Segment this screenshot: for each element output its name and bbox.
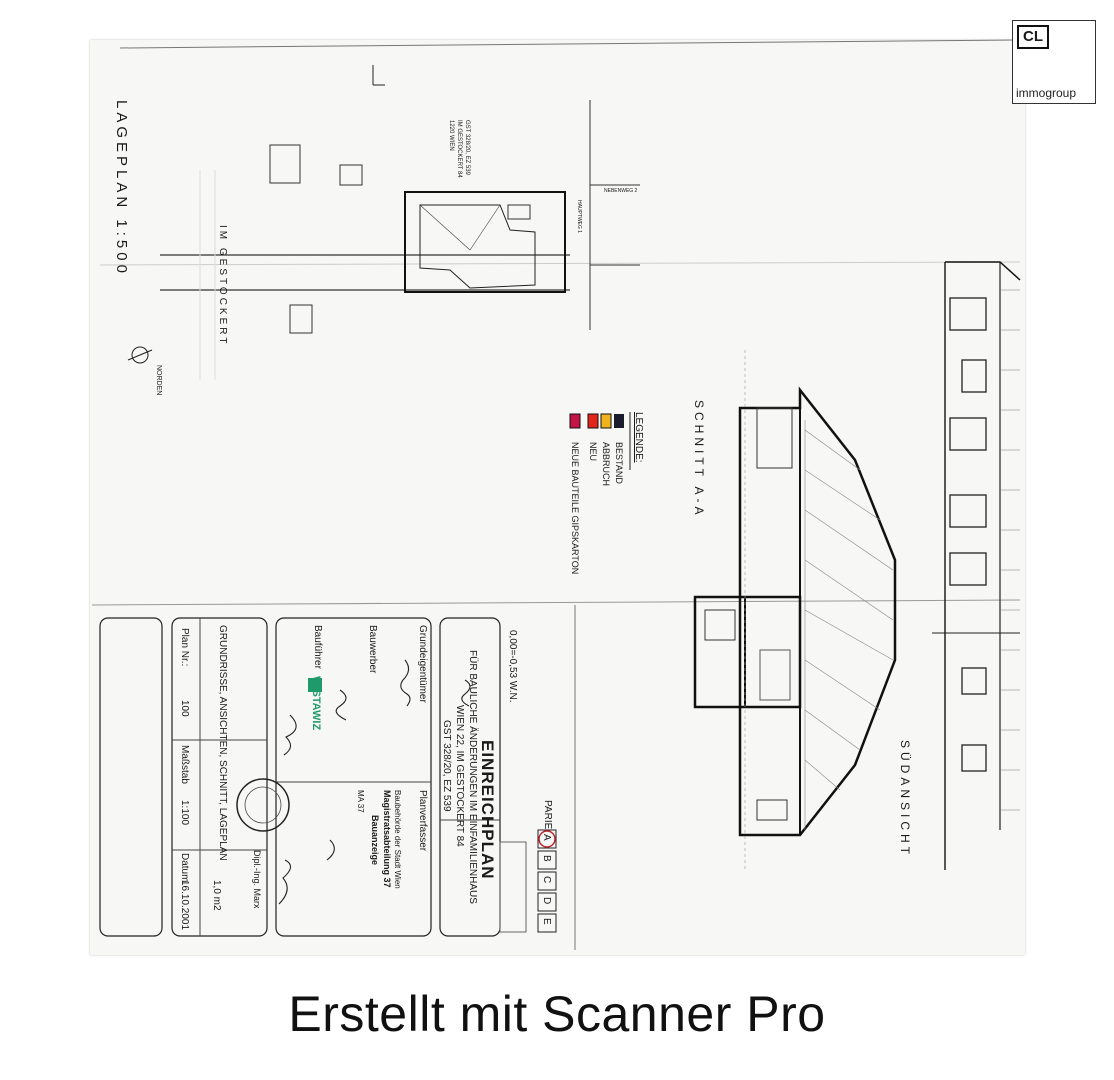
plan-title: EINREICHPLAN: [478, 740, 497, 880]
area-value: 1,0 m2: [211, 880, 222, 911]
site-plan: [127, 65, 640, 380]
signatures: [278, 659, 471, 905]
scanner-caption: Erstellt mit Scanner Pro: [288, 986, 826, 1042]
company-stamp: WISTAWIZ: [310, 676, 322, 731]
massstab-value: 1:100: [179, 800, 190, 826]
level-note: 0,00=-0,53 W.N.: [507, 630, 518, 703]
plan-subtitle: FÜR BAULICHE ÄNDERUNGEN IM EINFAMILIENHA…: [467, 650, 478, 904]
scanned-plan-sheet: LAGEPLAN 1:500 IM GESTOCKERT NORDEN GST …: [91, 20, 1096, 950]
street-label: IM GESTOCKERT: [217, 225, 228, 347]
stamp-line-2: Magistratsabteilung 37: [382, 790, 392, 888]
title-block-frames: [99, 617, 527, 937]
planverfasser-label: Planverfasser: [417, 790, 428, 852]
grundeigentuemer-label: Grundeigentümer: [417, 625, 428, 703]
parie-letter-d: D: [541, 897, 552, 905]
stamp-line-4: MA 37: [356, 790, 365, 813]
bauführer-label: Bauführer: [312, 625, 323, 669]
massstab-label: Maßstab: [179, 745, 190, 784]
elevation-drawing: [932, 261, 1021, 870]
lageplan-title: LAGEPLAN 1:500: [113, 100, 130, 277]
datum-value: 16.10.2001: [179, 880, 190, 931]
site-label-1: GST 328/20, EZ 539: [464, 120, 470, 175]
stamp-line-3: Bauanzeige: [370, 815, 380, 866]
logo-name: immogroup: [1016, 86, 1077, 100]
parie-letter-b: B: [541, 855, 552, 862]
section-drawing: [693, 350, 897, 870]
site-label-4: HAUPTWEG 1: [576, 200, 582, 234]
plan-drawing: [91, 39, 1021, 950]
north-label: NORDEN: [155, 365, 162, 396]
site-label-2: IM GESTOCKERT 84: [456, 120, 462, 178]
section-title: SCHNITT A-A: [692, 400, 706, 519]
logo-mark: CL: [1017, 25, 1049, 49]
plan-nr-label: Plan Nr.:: [179, 628, 190, 667]
datum-label: Datum: [179, 853, 190, 883]
site-label-3: 1220 WIEN: [448, 120, 454, 151]
plan-address: WIEN 22, IM GESTOCKERT 84: [454, 705, 465, 847]
site-label-5: NEBENWEG 2: [604, 188, 638, 194]
stamp-line-1: Baubehörde der Stadt Wien: [393, 790, 402, 889]
legend-item-abbruch: ABBRUCH: [601, 442, 611, 487]
company-logo: CL immogroup: [1012, 20, 1096, 104]
legend-item-gipskarton: NEUE BAUTEILE GIPSKARTON: [570, 442, 580, 575]
legend-item-neu: NEU: [588, 442, 598, 462]
bauwerber-label: Bauwerber: [367, 625, 378, 674]
parie-label: PARIE: [542, 800, 553, 830]
parie-letter-c: C: [541, 876, 552, 884]
legend-item-bestand: BESTAND: [614, 442, 624, 484]
legend-swatches: [569, 412, 631, 470]
engineer-name: Dipl.-Ing. Marx: [252, 850, 262, 909]
legend-title: LEGENDE:: [633, 412, 644, 463]
contents-label: GRUNDRISSE, ANSICHTEN, SCHNITT, LAGEPLAN: [217, 625, 228, 861]
parie-letter-a: A: [541, 834, 552, 841]
plan-parcel: GST 328/20, EZ 539: [441, 720, 452, 812]
plan-nr-value: 100: [179, 700, 190, 717]
parie-boxes: [537, 829, 557, 933]
parie-letter-e: E: [541, 918, 552, 925]
elevation-title: SÜDANSICHT: [898, 740, 912, 859]
